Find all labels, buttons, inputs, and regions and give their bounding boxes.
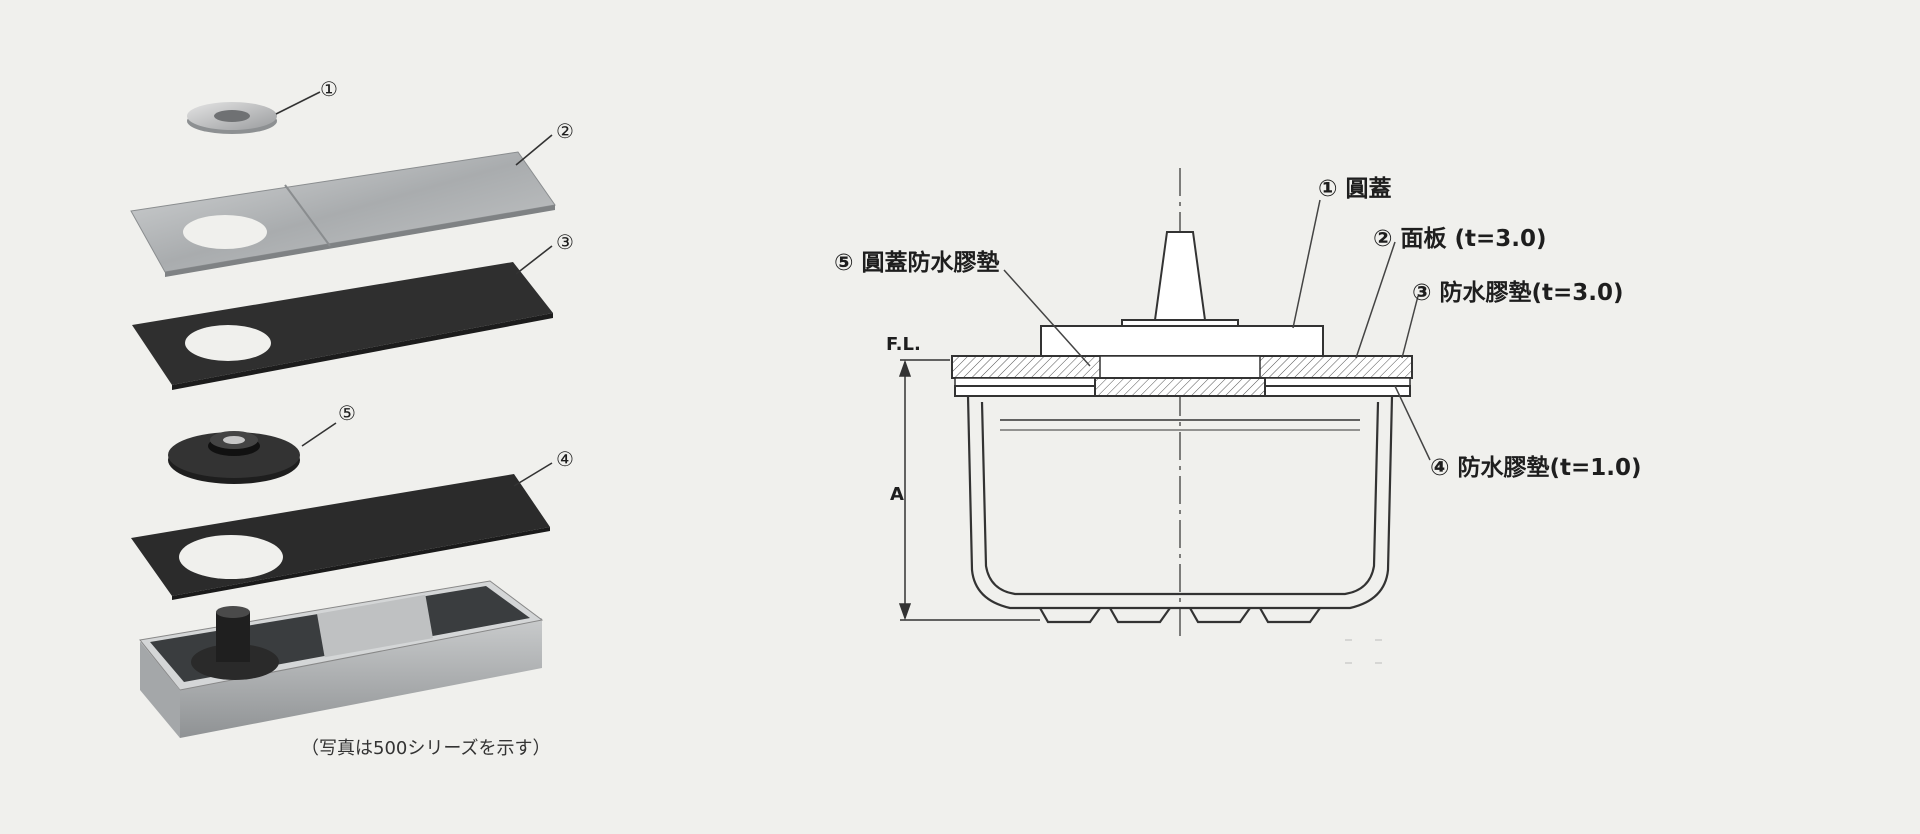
section-leader-lines (1003, 199, 1431, 461)
photo-leader-lines (275, 91, 553, 487)
section-body-flange (954, 377, 1411, 397)
photo-caption: （写真は500シリーズを示す） (301, 738, 550, 759)
photo-callout-2: ② (556, 119, 574, 143)
round-gasket-part (168, 431, 300, 484)
gasket-3-part (132, 262, 553, 390)
section-drawing: F.L. A ① 圓蓋 ② 面板 (t=3.0) ③ 防水膠墊(t=3.0) ⑤… (834, 168, 1642, 664)
label-gasket-5: ⑤ 圓蓋防水膠墊 (834, 249, 999, 276)
floor-level-label: F.L. (886, 334, 921, 355)
label-gasket-3: ③ 防水膠墊(t=3.0) (1412, 279, 1624, 306)
section-cover (1040, 325, 1324, 359)
photo-callout-5: ⑤ (338, 401, 356, 425)
gasket-4-part (131, 474, 550, 600)
label-face-plate: ② 面板 (t=3.0) (1373, 226, 1547, 252)
dimension-a-label: A (890, 484, 904, 505)
face-plate-part (130, 151, 556, 277)
photo-callout-1: ① (320, 77, 338, 101)
photo-callout-3: ③ (556, 230, 574, 254)
floor-hinge-body-part (139, 580, 544, 738)
section-box-body (966, 395, 1394, 624)
dimension-line (898, 359, 1040, 621)
faint-marks (1345, 639, 1382, 664)
photo-callout-4: ④ (556, 447, 574, 471)
cover-ring-part (187, 102, 277, 134)
label-cover: ① 圓蓋 (1318, 176, 1391, 202)
label-gasket-4: ④ 防水膠墊(t=1.0) (1430, 454, 1642, 481)
exploded-view: ① ② ③ ⑤ ④ （写真は500シリーズを示す） (130, 77, 574, 759)
